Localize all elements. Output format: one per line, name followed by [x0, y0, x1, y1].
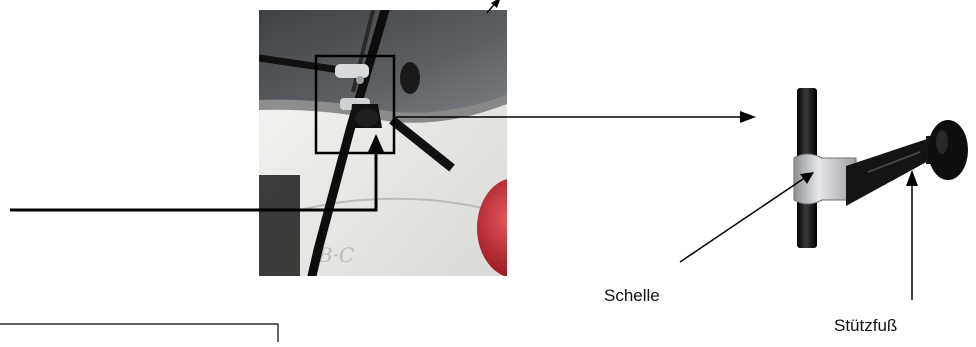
upper-clamp [335, 64, 369, 78]
foot-arrow-head [906, 170, 918, 186]
detail-suction-cup-shine [936, 130, 948, 154]
detail-suction-cup [928, 120, 968, 180]
clamp-bolt [356, 76, 364, 84]
car-photo: B·C [259, 10, 553, 278]
detail-arrow-head [740, 111, 756, 123]
trunk-gap-shadow [259, 175, 300, 276]
bottom-frame [0, 324, 278, 342]
wiper-pivot [400, 62, 420, 94]
detail-support-arm [846, 138, 930, 206]
clamp-arrow-line [680, 177, 806, 262]
suction-cup [355, 109, 379, 127]
support-foot-label: Stützfuß [834, 316, 897, 336]
tail-light [477, 178, 553, 278]
detail-photo [794, 88, 968, 248]
clamp-label: Schelle [604, 286, 660, 306]
